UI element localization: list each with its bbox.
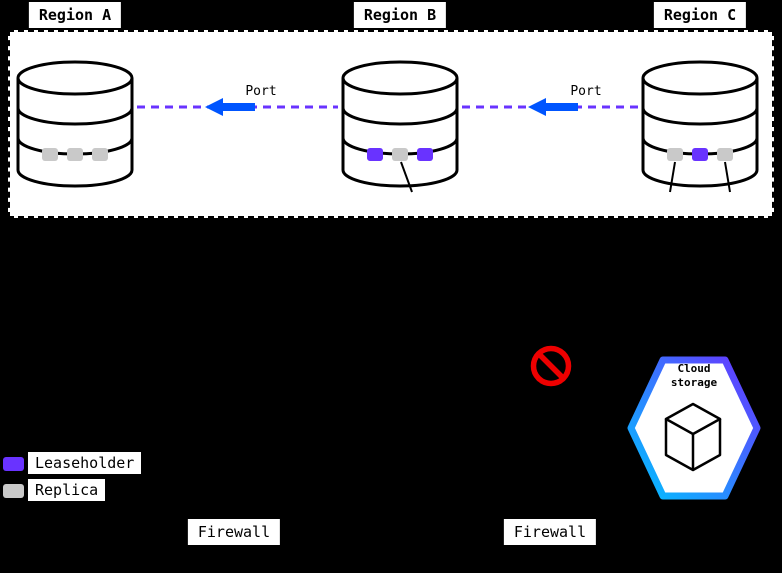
- leaseholder-square: [692, 148, 708, 161]
- replica-square: [92, 148, 108, 161]
- replica-square: [392, 148, 408, 161]
- database-icon-region-b: [341, 60, 459, 193]
- no-entry-icon: [530, 345, 572, 387]
- port-label-1: Port: [237, 82, 285, 101]
- port-label-2: Port: [562, 82, 610, 101]
- callout-tick: [724, 161, 731, 193]
- cube-icon: [664, 402, 722, 472]
- replica-square: [67, 148, 83, 161]
- replica-legend-label: Replica: [28, 479, 106, 501]
- arrowhead-left-icon: [205, 98, 255, 116]
- cloud-storage-label: Cloud storage: [670, 362, 718, 389]
- callout-tick: [669, 161, 676, 193]
- arrowhead-left-icon: [528, 98, 578, 116]
- region-label-b: Region B: [353, 2, 447, 28]
- replica-square: [717, 148, 733, 161]
- firewall-label-1: Firewall: [187, 519, 281, 545]
- leaseholder-square: [417, 148, 433, 161]
- firewall-label-2: Firewall: [503, 519, 597, 545]
- database-icon-region-c: [641, 60, 759, 193]
- replica-square: [42, 148, 58, 161]
- leaseholder-legend-label: Leaseholder: [28, 452, 142, 474]
- database-icon-region-a: [16, 60, 134, 188]
- hexagon-border: [627, 356, 761, 500]
- cloud-storage-icon: [627, 356, 761, 500]
- replica-square: [667, 148, 683, 161]
- replica-swatch-icon: [3, 484, 24, 498]
- region-label-a: Region A: [28, 2, 122, 28]
- replication-arrow-b-to-a: [137, 98, 338, 116]
- leaseholder-square: [367, 148, 383, 161]
- replication-arrow-c-to-b: [462, 98, 638, 116]
- callout-tick: [400, 161, 413, 193]
- leaseholder-swatch-icon: [3, 457, 24, 471]
- region-label-c: Region C: [653, 2, 747, 28]
